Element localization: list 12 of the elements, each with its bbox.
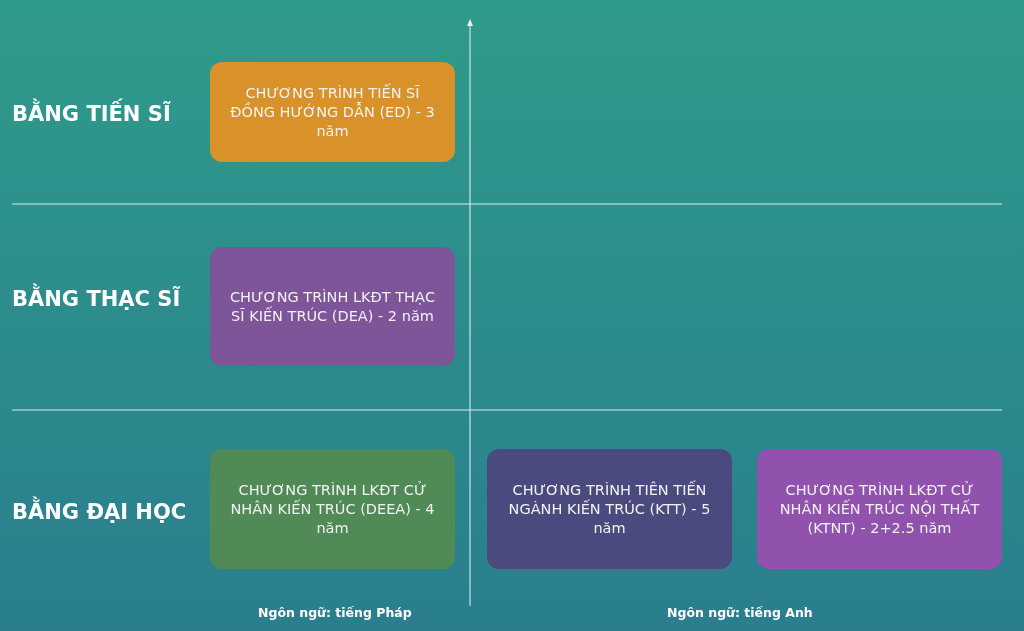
program-box xyxy=(210,62,455,162)
language-label: Ngôn ngữ: tiếng Pháp xyxy=(258,605,412,620)
program-box xyxy=(487,449,732,569)
language-label: Ngôn ngữ: tiếng Anh xyxy=(667,605,813,620)
program-label: CHƯƠNG TRÌNH LKĐT CỬ NHÂN KIẾN TRÚC NỘI THẤT (KTNT) - 2+2.5 năm xyxy=(778,480,981,538)
program-box xyxy=(757,449,1002,569)
program-label: CHƯƠNG TRÌNH TIÊN TIẾN NGÀNH KIẾN TRÚC (KTT) - 5 năm xyxy=(507,480,712,538)
program-label: CHƯƠNG TRÌNH TIẾN SĨ ĐỒNG HƯỚNG DẪN (ED) - 3 năm xyxy=(229,83,436,141)
program-label: CHƯƠNG TRÌNH LKĐT CỬ NHÂN KIẾN TRÚC (DEEA) - 4 năm xyxy=(229,480,436,538)
program-box xyxy=(210,247,455,366)
program-box xyxy=(210,449,455,569)
program-label: CHƯƠNG TRÌNH LKĐT THẠC SĨ KIẾN TRÚC (DEA) - 2 năm xyxy=(228,287,437,326)
